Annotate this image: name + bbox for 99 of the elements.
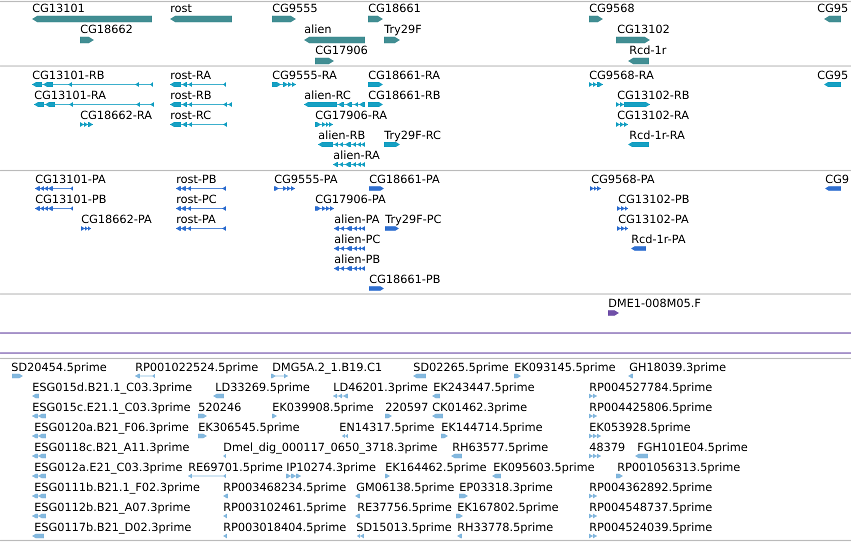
feature-label: Dmel_dig_000117_0650_3718.3prime [224, 442, 437, 454]
feature-label: CG13101-PB [36, 194, 106, 204]
feature-label: 48379 [590, 442, 624, 452]
feature-label: rost-PC [177, 194, 216, 204]
feature-label: LD33269.5prime [216, 382, 310, 394]
feature-label: rost-RB [171, 90, 211, 100]
feature-label: LD46201.3prime [334, 382, 428, 394]
feature-label: CG95 [818, 70, 848, 80]
feature-label: EK095603.5prime [494, 462, 594, 474]
feature-label: CG13102-RB [618, 90, 689, 100]
feature-label: SD15013.5prime [356, 522, 452, 534]
feature-label: RP003018404.5prime [224, 522, 346, 534]
feature-label: EK167802.5prime [458, 502, 558, 514]
feature-label: RP003102461.5prime [224, 502, 346, 514]
feature-label: RE69701.5prime [189, 462, 282, 474]
feature-label: EK093145.5prime [515, 362, 615, 374]
feature-label: ESG015c.E21.1_C03.3prime [33, 402, 190, 414]
feature-label: alien-RC [304, 90, 350, 100]
feature-label: CG13102 [618, 24, 669, 34]
feature-label: ESG0118c.B21_A11.3prime [35, 442, 189, 454]
feature-label: CG18661-RB [368, 90, 440, 100]
feature-label: CG9555 [272, 4, 317, 12]
feature-label: EK243447.5prime [434, 382, 534, 394]
feature-label: alien-RB [318, 130, 364, 140]
feature-label: CG9555-RA [272, 70, 337, 80]
feature-label: Try29F-PC [385, 214, 441, 226]
feature-label: rost-PA [177, 214, 216, 224]
feature-label: RP001056313.5prime [618, 462, 740, 474]
feature-label: RP004425806.5prime [590, 402, 712, 414]
feature-label: CG9568-PA [592, 174, 654, 184]
feature-label: SD02265.5prime [414, 362, 508, 374]
feature-label: CG18662-PA [82, 214, 152, 224]
feature-label: alien-RA [334, 150, 380, 160]
feature-label: RP004527784.5prime [590, 382, 712, 394]
feature-label: EK053928.5prime [590, 422, 690, 434]
feature-label: EP03318.3prime [460, 482, 552, 494]
feature-label: alien [304, 24, 331, 34]
feature-label: RE37756.5prime [358, 502, 452, 514]
feature-label: CG9568 [590, 4, 634, 12]
feature-label: CG13101-RB [32, 70, 104, 80]
feature-label: CG17906-RA [316, 110, 387, 120]
feature-label: CG13101-RA [34, 90, 106, 100]
feature-label: CG9 [826, 174, 848, 184]
feature-label: DME1-008M05.F [609, 298, 700, 308]
feature-label: EK039908.5prime [273, 402, 373, 414]
feature-label: RP004362892.5prime [590, 482, 712, 494]
feature-label: rost [171, 4, 192, 12]
feature-label: EN14317.5prime [340, 422, 434, 434]
feature-label: RH33778.5prime [458, 522, 553, 534]
feature-label: CG18661 [368, 4, 420, 12]
feature-label: GH18039.3prime [630, 362, 726, 374]
feature-label: RP004548737.5prime [590, 502, 712, 514]
feature-label: CG18661-RA [368, 70, 440, 80]
feature-label: GM06138.5prime [356, 482, 454, 494]
feature-label: CG18661-PB [370, 274, 440, 284]
feature-label: CG18661-PA [370, 174, 440, 184]
feature-label: alien-PA [334, 214, 380, 224]
feature-label: ESG0112b.B21_A07.3prime [35, 502, 190, 514]
feature-label: Rcd-1r [630, 45, 666, 54]
feature-label: EK306545.5prime [199, 422, 299, 434]
feature-label: CG17906-PA [316, 194, 386, 204]
feature-label: EK164462.5prime [386, 462, 486, 474]
feature-label: CG18662 [80, 24, 132, 34]
feature-label: Rcd-1r-PA [632, 234, 686, 244]
feature-label: alien-PC [334, 234, 380, 244]
feature-label: alien-PB [334, 254, 380, 264]
feature-label: CG18662-RA [80, 110, 152, 120]
feature-label: CG9568-RA [590, 70, 654, 80]
feature-label: CG13102-PB [618, 194, 689, 204]
feature-label: Rcd-1r-RA [630, 130, 685, 140]
feature-label: RH63577.5prime [453, 442, 548, 454]
feature-label: ESG0111b.B21.1_F02.3prime [35, 482, 200, 494]
feature-label: ESG012a.E21_C03.3prime [35, 462, 182, 474]
feature-label: RP003468234.5prime [224, 482, 346, 494]
feature-label: Try29F [384, 24, 421, 36]
feature-label: SD20454.5prime [12, 362, 106, 374]
feature-label: RP001022524.5prime [136, 362, 258, 374]
feature-label: DMG5A.2_1.B19.C1 [273, 362, 382, 374]
feature-label: CG13102-PA [618, 214, 689, 224]
feature-label: ESG0120a.B21_F06.3prime [35, 422, 188, 434]
feature-label: 520246 [199, 402, 241, 412]
feature-label: rost-RA [171, 70, 211, 80]
feature-label: CG9555-PA [274, 174, 338, 184]
feature-label: ESG015d.B21.1_C03.3prime [33, 382, 192, 394]
feature-label: CG13102-RA [618, 110, 689, 120]
feature-label: CG95 [818, 4, 848, 12]
feature-label: EK144714.5prime [442, 422, 542, 434]
feature-label: RP004524039.5prime [590, 522, 712, 534]
feature-label: Try29F-RC [384, 130, 440, 142]
feature-label: FGH101E04.5prime [638, 442, 748, 454]
feature-label: CG13101 [32, 4, 84, 12]
feature-label: CK01462.3prime [432, 402, 527, 414]
feature-label: CG17906 [316, 46, 368, 54]
feature-label: rost-RC [171, 110, 210, 120]
feature-label: CG13101-PA [36, 174, 106, 184]
feature-label: 220597 [386, 402, 428, 412]
feature-label: IP10274.3prime [287, 462, 376, 474]
feature-label: ESG0117b.B21_D02.3prime [35, 522, 191, 534]
feature-label: rost-PB [177, 174, 216, 184]
